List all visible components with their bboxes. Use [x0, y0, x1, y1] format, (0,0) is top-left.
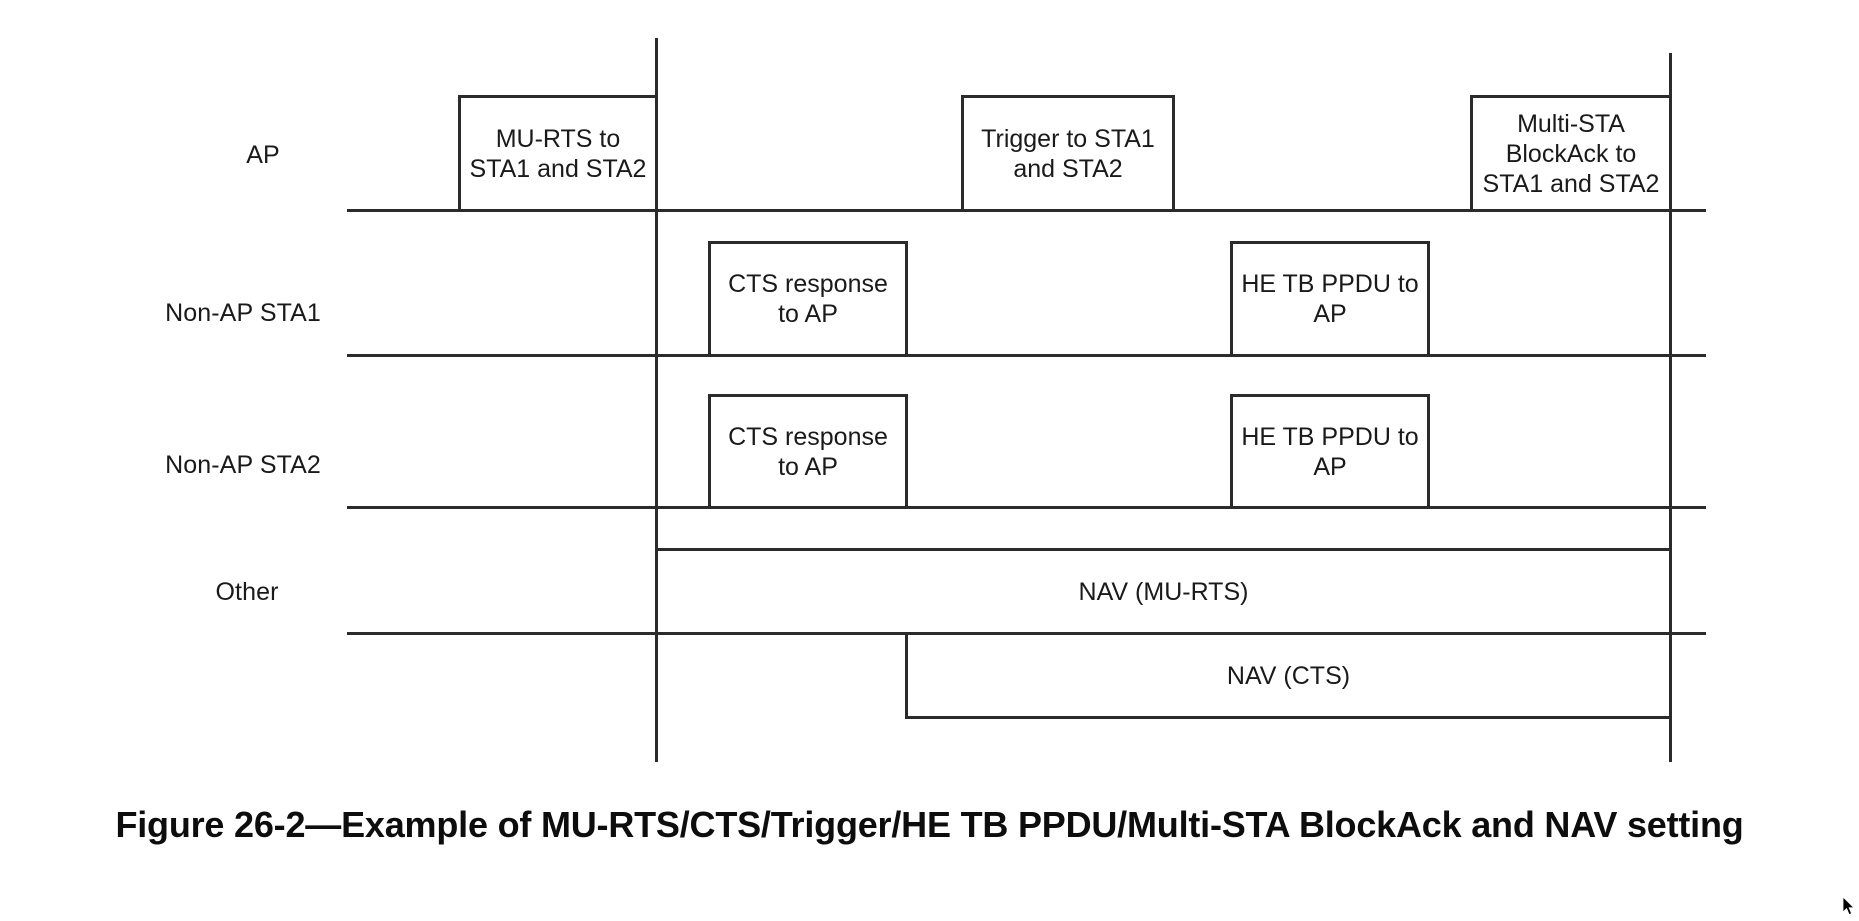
nav-bar-mu-rts[interactable]: NAV (MU-RTS)	[655, 548, 1672, 635]
frame-cts-sta2-label: CTS response to AP	[728, 422, 888, 481]
frame-he-tb-ppdu-sta2[interactable]: HE TB PPDU to AP	[1230, 394, 1430, 509]
row-label-non-ap-sta2: Non-AP STA2	[165, 451, 321, 479]
figure-caption: Figure 26-2—Example of MU-RTS/CTS/Trigge…	[115, 804, 1744, 845]
frame-cts-sta1-label: CTS response to AP	[728, 270, 888, 328]
frame-cts-sta2[interactable]: CTS response to AP	[708, 394, 908, 509]
timing-diagram: AP Non-AP STA1 Non-AP STA2 Other MU-RTS …	[165, 38, 1706, 762]
frame-trigger[interactable]: Trigger to STA1 and STA2	[961, 95, 1175, 212]
baseline-non-ap-sta1	[347, 354, 1706, 357]
nav-bar-mu-rts-label: NAV (MU-RTS)	[1078, 577, 1249, 606]
nav-bar-cts[interactable]: NAV (CTS)	[905, 632, 1672, 719]
row-label-other: Other	[215, 578, 279, 606]
time-marker-end	[1669, 53, 1672, 762]
time-marker-start	[655, 38, 658, 762]
frame-trigger-label: Trigger to STA1 and STA2	[981, 124, 1155, 183]
baseline-non-ap-sta2	[347, 506, 1706, 509]
frame-cts-sta1[interactable]: CTS response to AP	[708, 241, 908, 357]
mouse-cursor-icon	[1842, 896, 1855, 916]
frame-he-tb-ppdu-sta2-label: HE TB PPDU to AP	[1241, 422, 1419, 481]
frame-he-tb-ppdu-sta1[interactable]: HE TB PPDU to AP	[1230, 241, 1430, 357]
frame-he-tb-ppdu-sta1-label: HE TB PPDU to AP	[1241, 270, 1419, 328]
frame-mu-rts[interactable]: MU-RTS to STA1 and STA2	[458, 95, 658, 212]
frame-multi-sta-blockack-label: Multi-STA BlockAck to STA1 and STA2	[1482, 109, 1660, 198]
row-label-ap: AP	[246, 141, 280, 169]
row-label-non-ap-sta1: Non-AP STA1	[165, 299, 321, 327]
nav-bar-cts-label: NAV (CTS)	[1226, 661, 1351, 690]
frame-multi-sta-blockack[interactable]: Multi-STA BlockAck to STA1 and STA2	[1470, 95, 1672, 212]
frame-mu-rts-label: MU-RTS to STA1 and STA2	[469, 124, 647, 183]
